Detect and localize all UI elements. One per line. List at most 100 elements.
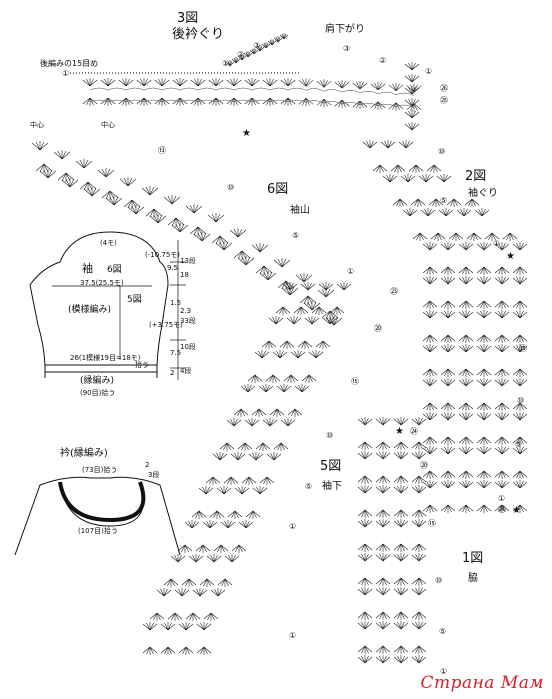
shell-stitch: [82, 78, 98, 87]
shell-stitch: [411, 417, 427, 426]
shell-stitch: [82, 97, 98, 106]
shell-stitch: [262, 418, 278, 427]
shell-stitch: [191, 510, 207, 519]
shell-stitch: [440, 300, 456, 309]
chain-loop: [107, 99, 127, 103]
shell-stitch: [375, 553, 391, 562]
shell-stitch: [174, 588, 190, 597]
shell-stitch: [370, 101, 386, 110]
shell-stitch: [411, 621, 427, 630]
sleeve-dim-4: 4段: [180, 367, 192, 375]
shell-stitch: [375, 485, 391, 494]
shell-stitch: [163, 578, 179, 587]
shell-stitch: [410, 198, 426, 207]
shell-stitch: [418, 174, 434, 183]
shell-stitch: [440, 480, 456, 489]
shell-stitch: [476, 242, 492, 251]
shell-stitch: [141, 186, 159, 196]
shell-stitch: [440, 266, 456, 275]
shell-stitch: [494, 470, 510, 479]
sleeve-bottom: (90目)拾う: [80, 389, 116, 397]
shell-stitch: [494, 344, 510, 353]
shell-stitch: [334, 80, 350, 89]
shell-stitch: [375, 655, 391, 664]
shell-stitch: [393, 509, 409, 518]
shell-stitch: [233, 408, 249, 417]
shell-stitch: [430, 232, 446, 241]
watermark: Страна Мам: [420, 673, 544, 693]
shell-stitch: [458, 378, 474, 387]
star-icon: ★: [242, 128, 251, 139]
shell-stitch: [357, 611, 373, 620]
shell-stitch: [440, 378, 456, 387]
shell-stitch: [422, 276, 438, 285]
chain-loop: [143, 87, 163, 91]
row-marker: ⑳: [374, 324, 382, 333]
shell-stitch: [195, 544, 211, 553]
shell-stitch: [233, 250, 251, 260]
row-marker: ⑩: [227, 183, 235, 192]
shell-stitch: [301, 374, 317, 383]
shell-stitch: [375, 621, 391, 630]
sleeve-top: (4モ): [100, 239, 117, 247]
shell-stitch: [259, 476, 275, 485]
shell-stitch: [380, 140, 396, 149]
row-marker: ①: [440, 667, 448, 676]
row-marker: ㉖: [440, 84, 448, 93]
shell-stitch: [154, 78, 170, 87]
shell-stitch: [512, 504, 528, 513]
row-marker: ①: [347, 267, 355, 276]
shell-stitch: [227, 510, 243, 519]
shell-stitch: [217, 578, 233, 587]
shell-stitch: [238, 520, 254, 529]
shell-stitch: [422, 368, 438, 377]
shell-stitch: [458, 368, 474, 377]
row-marker: ①: [425, 67, 433, 76]
shell-stitch: [372, 164, 388, 173]
shell-stitch: [170, 554, 186, 563]
shell-stitch: [248, 452, 264, 461]
shell-stitch: [502, 232, 518, 241]
row-marker: ②: [379, 56, 387, 65]
shell-stitch: [215, 241, 233, 251]
shell-stitch: [382, 174, 398, 183]
shell-stitch: [422, 242, 438, 251]
shell-stitch: [203, 612, 219, 621]
shell-stitch: [440, 412, 456, 421]
shell-stitch: [422, 436, 438, 445]
shell-stitch: [404, 122, 420, 131]
shell-stitch: [512, 310, 528, 319]
shell-stitch: [512, 378, 528, 387]
shell-stitch: [142, 622, 158, 631]
shell-stitch: [196, 646, 212, 655]
shell-stitch: [352, 81, 368, 90]
chain-loop: [107, 87, 127, 91]
shell-stitch: [375, 417, 391, 426]
row-marker: ①: [289, 522, 297, 531]
shell-stitch: [458, 266, 474, 275]
shell-stitch: [440, 368, 456, 377]
shell-stitch: [209, 510, 225, 519]
shell-stitch: [422, 300, 438, 309]
shell-stitch: [79, 181, 97, 191]
shell-stitch: [230, 452, 246, 461]
chain-loop: [179, 99, 199, 103]
row-marker: ①: [493, 239, 501, 248]
shell-stitch: [512, 470, 528, 479]
shell-stitch: [231, 57, 241, 64]
shell-stitch: [408, 164, 424, 173]
shell-stitch: [440, 504, 456, 513]
start-label: 後編みの15目め: [40, 59, 99, 68]
star-icon: ★: [395, 426, 404, 437]
shell-stitch: [220, 520, 236, 529]
shell-stitch: [357, 441, 373, 450]
shell-stitch: [436, 174, 452, 183]
shell-stitch: [316, 79, 332, 88]
shell-stitch: [177, 544, 193, 553]
shell-stitch: [494, 266, 510, 275]
shell-stitch: [266, 452, 282, 461]
shell-stitch: [512, 344, 528, 353]
fig6-name: 袖山: [290, 205, 310, 216]
chain-loop: [251, 87, 271, 91]
chain-loop: [251, 99, 271, 103]
